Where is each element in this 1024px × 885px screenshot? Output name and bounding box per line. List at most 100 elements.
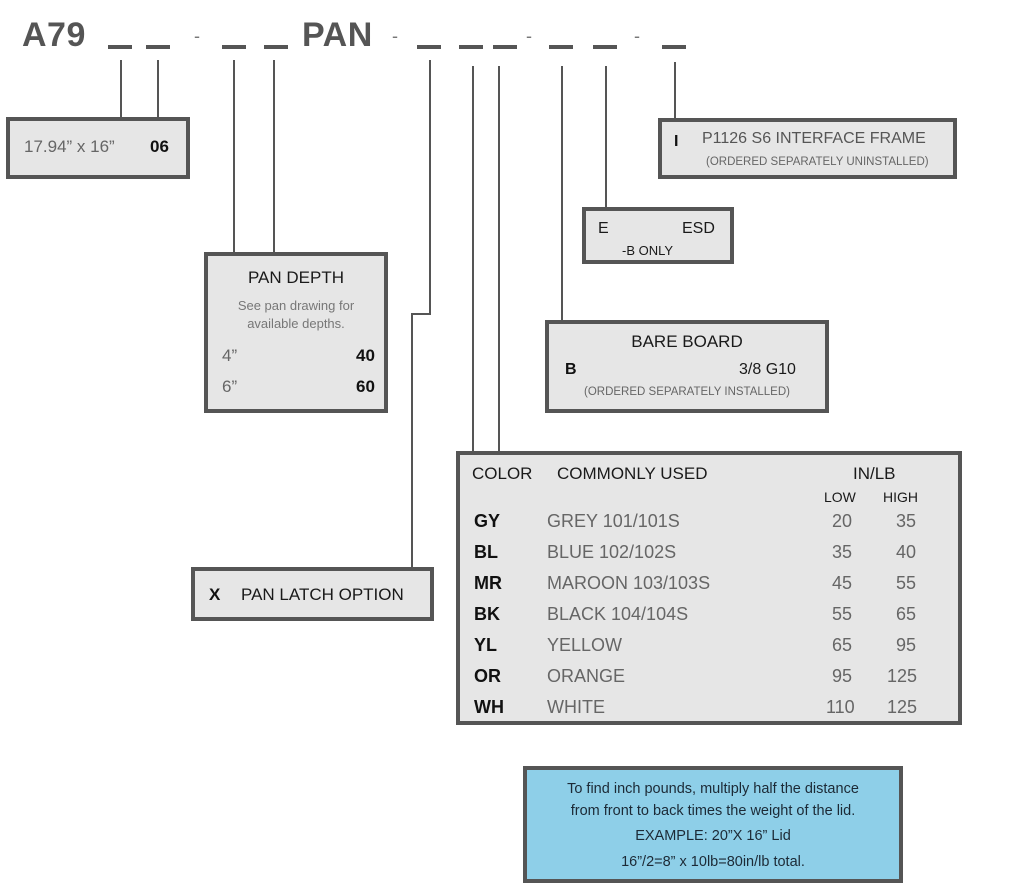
connector-line (674, 62, 676, 120)
connector-line (429, 60, 431, 314)
bare-board-label: 3/8 G10 (739, 361, 796, 378)
color-code: YL (474, 635, 498, 655)
low-value: 45 (832, 573, 853, 593)
connector-line (605, 66, 607, 209)
latch-box: X PAN LATCH OPTION (191, 567, 434, 621)
low-value: 35 (832, 542, 853, 562)
pan-depth-box: PAN DEPTH See pan drawing for available … (204, 252, 388, 413)
color-code: MR (474, 573, 502, 593)
color-name: WHITE (547, 697, 605, 717)
color-name: YELLOW (547, 635, 623, 655)
esd-note: -B ONLY (622, 243, 674, 258)
separator: - (392, 26, 398, 46)
slot-dash (593, 45, 617, 49)
separator: - (194, 26, 200, 46)
connector-line (472, 66, 474, 452)
interface-label: P1126 S6 INTERFACE FRAME (702, 130, 926, 147)
inch-pound-note: To find inch pounds, multiply half the d… (523, 766, 903, 883)
connector-line (233, 60, 235, 253)
interface-box: I P1126 S6 INTERFACE FRAME (ORDERED SEPA… (658, 118, 957, 179)
connector-line (561, 66, 563, 322)
slot-dash (662, 45, 686, 49)
color-code: BK (474, 604, 500, 624)
color-table: COLOR COMMONLY USED IN/LB LOW HIGH GY GR… (456, 451, 962, 725)
common-col-header: COMMONLY USED (557, 464, 708, 483)
size-code: 06 (150, 137, 169, 156)
low-value: 20 (832, 511, 853, 531)
inlb-col-header: IN/LB (853, 464, 896, 483)
slot-dash (146, 45, 170, 49)
depth-option-label: 6” (222, 377, 238, 396)
bare-board-box: BARE BOARD B 3/8 G10 (ORDERED SEPARATELY… (545, 320, 829, 413)
slot-dash (459, 45, 483, 49)
low-value: 65 (832, 635, 853, 655)
latch-code: X (209, 585, 221, 604)
high-value: 95 (896, 635, 917, 655)
separator: - (634, 26, 640, 46)
low-value: 55 (832, 604, 853, 624)
color-name: BLUE 102/102S (547, 542, 677, 562)
depth-option-code: 40 (356, 346, 375, 365)
color-name: MAROON 103/103S (547, 573, 711, 593)
high-value: 55 (896, 573, 917, 593)
color-name: GREY 101/101S (547, 511, 680, 531)
pan-depth-title: PAN DEPTH (247, 268, 345, 287)
bare-board-code: B (565, 361, 577, 378)
bare-board-title: BARE BOARD (631, 332, 743, 351)
connector-line (498, 66, 500, 452)
slot-dash (108, 45, 132, 49)
slot-dash (417, 45, 441, 49)
color-col-header: COLOR (472, 464, 533, 483)
color-name: BLACK 104/104S (547, 604, 689, 624)
low-value: 110 (826, 697, 855, 717)
table-row: BL BLUE 102/102S 35 40 (460, 542, 958, 573)
connector-line (411, 313, 413, 569)
note-line: To find inch pounds, multiply half the d… (567, 781, 859, 797)
connector-line (411, 313, 431, 315)
esd-box: E ESD -B ONLY (582, 207, 734, 264)
separator: - (526, 26, 532, 46)
note-line: 16”/2=8” x 10lb=80in/lb total. (621, 854, 805, 870)
esd-code: E (598, 220, 609, 237)
esd-label: ESD (682, 220, 715, 237)
high-col-header: HIGH (883, 489, 918, 505)
note-line: from front to back times the weight of t… (570, 803, 856, 819)
table-row: WH WHITE 110 125 (460, 697, 958, 728)
size-box: 17.94” x 16” 06 (6, 117, 190, 179)
pan-depth-note: See pan drawing for (237, 298, 355, 313)
color-code: OR (474, 666, 501, 686)
latch-label: PAN LATCH OPTION (241, 585, 404, 604)
color-code: BL (474, 542, 498, 562)
bare-board-note: (ORDERED SEPARATELY INSTALLED) (584, 386, 790, 398)
slot-dash (264, 45, 288, 49)
connector-line (273, 60, 275, 253)
high-value: 125 (887, 697, 918, 717)
slot-dash (493, 45, 517, 49)
high-value: 65 (896, 604, 917, 624)
color-name: ORANGE (547, 666, 626, 686)
table-row: YL YELLOW 65 95 (460, 635, 958, 666)
table-row: GY GREY 101/101S 20 35 (460, 511, 958, 542)
table-row: MR MAROON 103/103S 45 55 (460, 573, 958, 604)
high-value: 125 (887, 666, 918, 686)
connector-line (157, 60, 159, 119)
pan-depth-note: available depths. (247, 316, 345, 331)
color-code: GY (474, 511, 501, 531)
low-value: 95 (832, 666, 853, 686)
table-row: OR ORANGE 95 125 (460, 666, 958, 697)
interface-code: I (674, 133, 679, 150)
color-code: WH (474, 697, 504, 717)
part-middle: PAN (302, 16, 373, 54)
part-prefix: A79 (22, 16, 86, 54)
slot-dash (549, 45, 573, 49)
high-value: 35 (896, 511, 917, 531)
depth-option-code: 60 (356, 377, 375, 396)
size-label: 17.94” x 16” (24, 137, 115, 156)
note-line: EXAMPLE: 20”X 16” Lid (635, 828, 791, 844)
high-value: 40 (896, 542, 917, 562)
depth-option-label: 4” (222, 346, 238, 365)
low-col-header: LOW (824, 489, 856, 505)
slot-dash (222, 45, 246, 49)
connector-line (120, 60, 122, 119)
table-row: BK BLACK 104/104S 55 65 (460, 604, 958, 635)
